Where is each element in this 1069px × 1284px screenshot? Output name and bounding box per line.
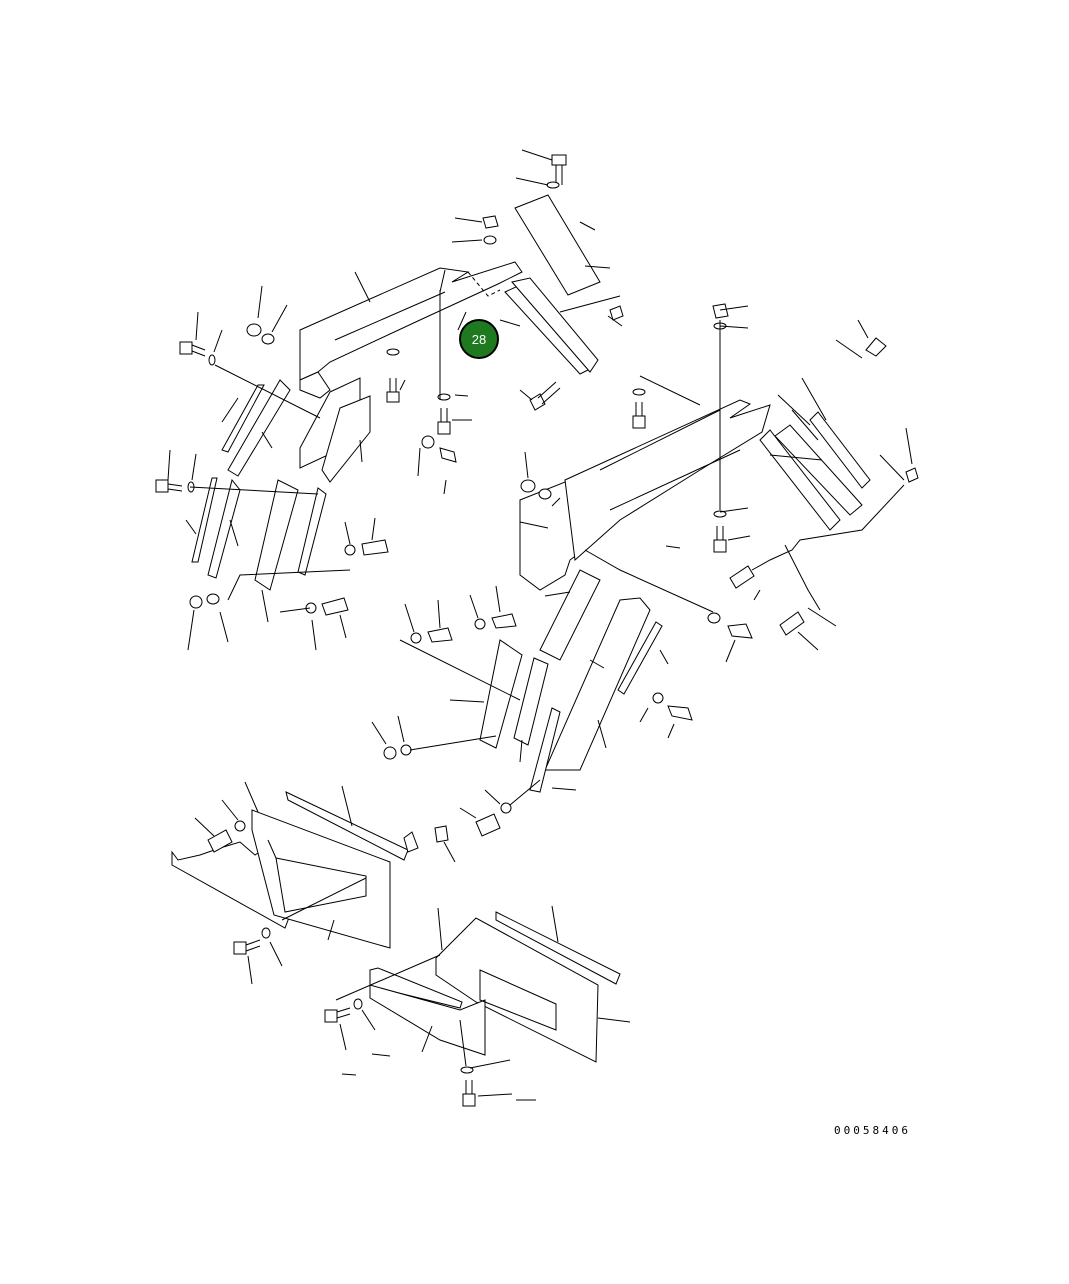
washer-icon [538, 488, 552, 500]
nut-icon [189, 595, 203, 609]
bolt-icon [324, 1007, 351, 1023]
washer-icon [386, 348, 400, 356]
callout-circle [459, 319, 499, 359]
bolt-icon [713, 526, 727, 553]
washer-icon [353, 998, 363, 1010]
nut-icon [520, 479, 536, 493]
bolt-icon [462, 1080, 476, 1107]
washer-icon [632, 388, 646, 396]
callout-label: 28 [472, 332, 486, 347]
washer-icon [713, 510, 727, 518]
nut-icon [383, 746, 397, 760]
clip-icon [403, 831, 419, 853]
bolt-icon [727, 623, 753, 639]
top-center-cover-assembly [246, 149, 624, 495]
washer-icon [208, 354, 216, 366]
bolt-icon [437, 408, 451, 435]
washer-icon [234, 820, 246, 832]
washer-icon [707, 612, 721, 624]
nut-icon [434, 825, 449, 843]
bolt-icon [529, 381, 561, 411]
nut-icon [609, 305, 624, 321]
bolt-icon [179, 341, 206, 357]
washer-icon [474, 618, 486, 630]
bolt-icon [361, 539, 389, 556]
bolt-icon [475, 813, 501, 837]
washer-icon [305, 602, 317, 614]
bottom-left-panel-assembly [171, 781, 456, 985]
left-panel-assembly [155, 311, 389, 651]
washer-icon [206, 593, 220, 605]
washer-icon [261, 927, 271, 939]
bolt-icon [491, 613, 517, 629]
bolt-icon [321, 597, 349, 616]
washer-icon [246, 323, 275, 345]
bolt-icon [207, 829, 233, 853]
bolt-icon [155, 479, 183, 493]
washer-icon [500, 802, 512, 814]
bolt-icon [779, 611, 805, 636]
bottom-right-panel-assembly [324, 905, 631, 1107]
right-cover-assembly [519, 303, 919, 791]
washer-icon [652, 692, 664, 704]
nut-icon [712, 303, 729, 319]
drawing-code: 00058406 [834, 1124, 911, 1137]
washer-icon [421, 435, 435, 449]
washer-icon [483, 235, 497, 245]
washer-icon [460, 1066, 474, 1074]
bolt-icon [865, 337, 887, 357]
center-bracket-assembly [371, 585, 561, 837]
washer-icon [410, 632, 422, 644]
bolt-icon [427, 627, 453, 643]
washer-icon [437, 393, 451, 401]
pin-icon [439, 447, 457, 463]
nut-icon [482, 215, 499, 229]
washer-icon [546, 181, 560, 189]
bolt-icon [551, 154, 567, 185]
bolt-icon [667, 705, 693, 721]
bolt-icon [386, 378, 400, 403]
washer-icon [400, 744, 412, 756]
callout-28[interactable]: 28 [459, 319, 499, 359]
nut-icon [905, 467, 919, 483]
bolt-icon [233, 939, 261, 955]
bolt-icon [729, 565, 755, 589]
bolt-icon [632, 402, 646, 429]
washer-icon [344, 544, 356, 556]
